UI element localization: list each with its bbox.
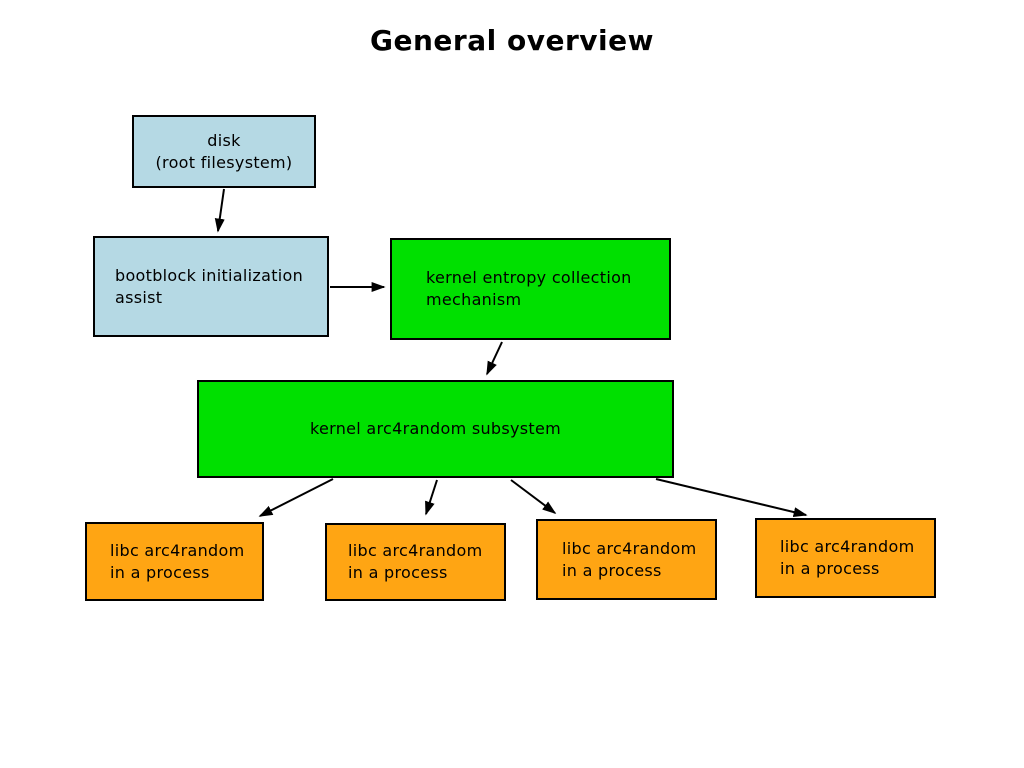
arrow-subsystem-to-libc-1 (258, 478, 334, 517)
node-libc-1-label-line2: in a process (110, 562, 210, 582)
arrow-subsystem-to-libc-3 (510, 479, 557, 514)
node-libc-arc4random-3: libc arc4random in a process (536, 519, 717, 600)
node-kernel-entropy-collection: kernel entropy collection mechanism (390, 238, 671, 340)
node-libc-3-label-line2: in a process (562, 560, 662, 580)
node-bootblock-label-line1: bootblock initialization (115, 265, 304, 285)
node-libc-2-label-line2: in a process (348, 563, 448, 582)
node-libc-4-label-line1: libc arc4random (780, 537, 915, 556)
node-libc-arc4random-4: libc arc4random in a process (755, 518, 936, 598)
node-libc-arc4random-1: libc arc4random in a process (85, 522, 264, 601)
node-libc-arc4random-2: libc arc4random in a process (325, 523, 506, 601)
node-subsystem-label: kernel arc4random subsystem (309, 419, 562, 438)
node-libc-4-label-line2: in a process (780, 559, 880, 578)
node-entropy-label-line1: kernel entropy collection (426, 268, 632, 287)
arrow-subsystem-to-libc-2 (425, 479, 438, 516)
arrow-entropy-to-subsystem (486, 341, 503, 376)
node-libc-2-label-line1: libc arc4random (348, 541, 483, 560)
node-entropy-label-line2: mechanism (426, 290, 522, 309)
node-disk: disk (root filesystem) (132, 115, 316, 188)
node-disk-label-line1: disk (207, 130, 241, 150)
node-libc-3-label-line1: libc arc4random (562, 538, 697, 558)
node-libc-1-label-line1: libc arc4random (110, 540, 245, 560)
node-disk-label-line2: (root filesystem) (155, 152, 293, 172)
slide-title: General overview (370, 24, 654, 57)
arrow-subsystem-to-libc-4 (655, 478, 808, 517)
node-kernel-arc4random-subsystem: kernel arc4random subsystem (197, 380, 674, 478)
node-bootblock-label-line2: assist (115, 287, 163, 307)
node-bootblock-initialization-assist: bootblock initialization assist (93, 236, 329, 337)
arrow-disk-to-bootblock (214, 188, 225, 233)
